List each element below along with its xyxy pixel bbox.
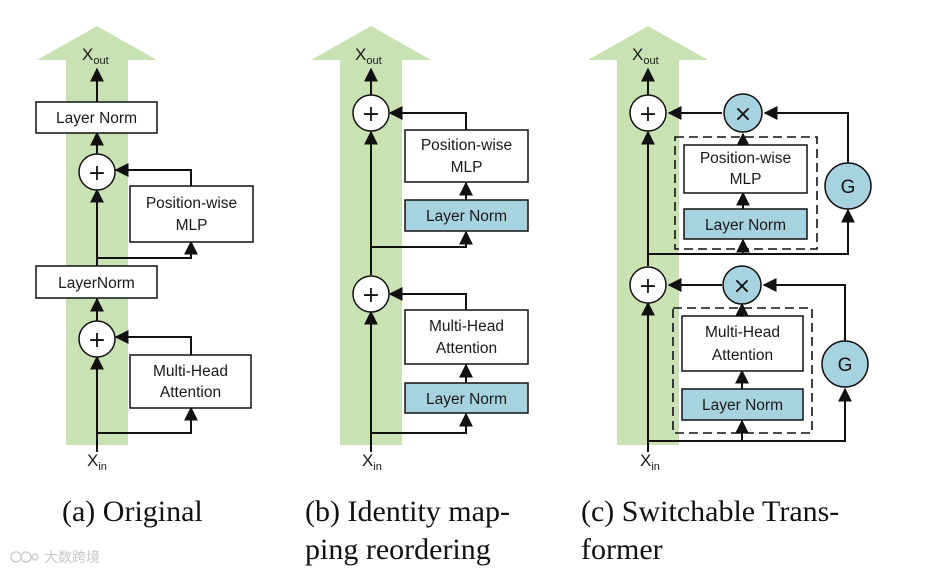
panel-c: Xout Xin + × — [588, 26, 872, 473]
x-in-label-a: Xin — [87, 451, 107, 473]
layer-norm-bottom-box-b — [404, 382, 529, 414]
mlp-box-c — [683, 144, 808, 194]
attention-box-a — [129, 354, 252, 409]
caption-b-line2: ping reordering — [305, 533, 491, 566]
mlp-box-b — [404, 129, 529, 183]
add-node-bottom-a — [78, 320, 116, 358]
gate-node-bottom-c — [821, 340, 869, 388]
attention-label-line1-c: Multi-Head — [705, 324, 780, 341]
panel-b: Xout Xin + Position-wise MLP Layer Norm … — [311, 26, 529, 473]
caption-a: (a) Original — [62, 493, 203, 531]
mlp-label-line1-a: Position-wise — [146, 195, 237, 212]
attention-label-line1-a: Multi-Head — [153, 363, 228, 380]
gate-symbol-bottom-c: G — [838, 355, 853, 376]
multiply-symbol-bottom-c: × — [733, 274, 751, 299]
add-symbol-bottom-a: + — [88, 328, 106, 353]
multiply-node-top-c — [723, 93, 763, 133]
gate-symbol-top-c: G — [841, 177, 856, 198]
x-in-label-c: Xin — [640, 451, 660, 473]
add-symbol-bottom-c: + — [639, 274, 657, 299]
layer-norm-bottom-label-b: Layer Norm — [426, 391, 507, 408]
watermark-text: 大数跨境 — [44, 550, 100, 566]
x-out-label-b: Xout — [355, 45, 382, 67]
attention-label-line1-b: Multi-Head — [429, 318, 504, 335]
caption-c-line1: (c) Switchable Trans- — [581, 495, 840, 528]
caption-c: (c) Switchable Trans- former — [581, 493, 839, 569]
add-node-bottom-b — [352, 275, 390, 313]
x-in-label-b: Xin — [362, 451, 382, 473]
mlp-box-a — [129, 185, 254, 243]
caption-b: (b) Identity map- ping reordering — [305, 493, 510, 569]
caption-b-line1: (b) Identity map- — [305, 495, 510, 528]
panel-a: Xout Xin Layer Norm + Position-wise MLP … — [35, 26, 254, 473]
add-symbol-top-c: + — [639, 102, 657, 127]
layer-norm-top-box-c — [683, 208, 808, 240]
add-node-top-b — [352, 94, 390, 132]
attention-box-c — [681, 315, 804, 372]
layer-norm-top-box-b — [404, 199, 529, 232]
mlp-label-line1-c: Position-wise — [700, 150, 791, 167]
watermark-logo-icon — [10, 551, 39, 563]
watermark: 大数跨境 — [10, 547, 100, 567]
layer-norm-bottom-box-c — [681, 388, 804, 421]
add-node-top-c — [629, 94, 667, 132]
layer-norm-top-label-a: Layer Norm — [56, 110, 137, 127]
layernorm-mid-label-a: LayerNorm — [58, 275, 135, 292]
mlp-label-line2-a: MLP — [176, 217, 208, 234]
mlp-label-line2-b: MLP — [451, 159, 483, 176]
gate-node-top-c — [824, 162, 872, 210]
caption-c-line2: former — [581, 533, 663, 566]
mlp-label-line2-c: MLP — [730, 171, 762, 188]
dashed-group-bottom-c — [672, 307, 813, 434]
layer-norm-top-label-b: Layer Norm — [426, 208, 507, 225]
layer-norm-top-label-c: Layer Norm — [705, 217, 786, 234]
add-symbol-top-b: + — [362, 102, 380, 127]
x-out-label-c: Xout — [632, 45, 659, 67]
attention-label-line2-b: Attention — [436, 340, 497, 357]
add-node-bottom-c — [629, 266, 667, 304]
add-symbol-bottom-b: + — [362, 283, 380, 308]
attention-label-line2-c: Attention — [712, 347, 773, 364]
add-symbol-top-a: + — [88, 161, 106, 186]
attention-label-line2-a: Attention — [160, 384, 221, 401]
add-node-top-a — [78, 153, 116, 191]
multiply-symbol-top-c: × — [734, 102, 752, 127]
layer-norm-top-box-a — [35, 101, 158, 134]
attention-box-b — [404, 309, 529, 365]
caption-a-line1: (a) Original — [62, 495, 203, 528]
layernorm-mid-box-a — [35, 265, 158, 299]
x-out-label-a: Xout — [82, 45, 109, 67]
mlp-label-line1-b: Position-wise — [421, 137, 512, 154]
multiply-node-bottom-c — [722, 265, 762, 305]
layer-norm-bottom-label-c: Layer Norm — [702, 397, 783, 414]
